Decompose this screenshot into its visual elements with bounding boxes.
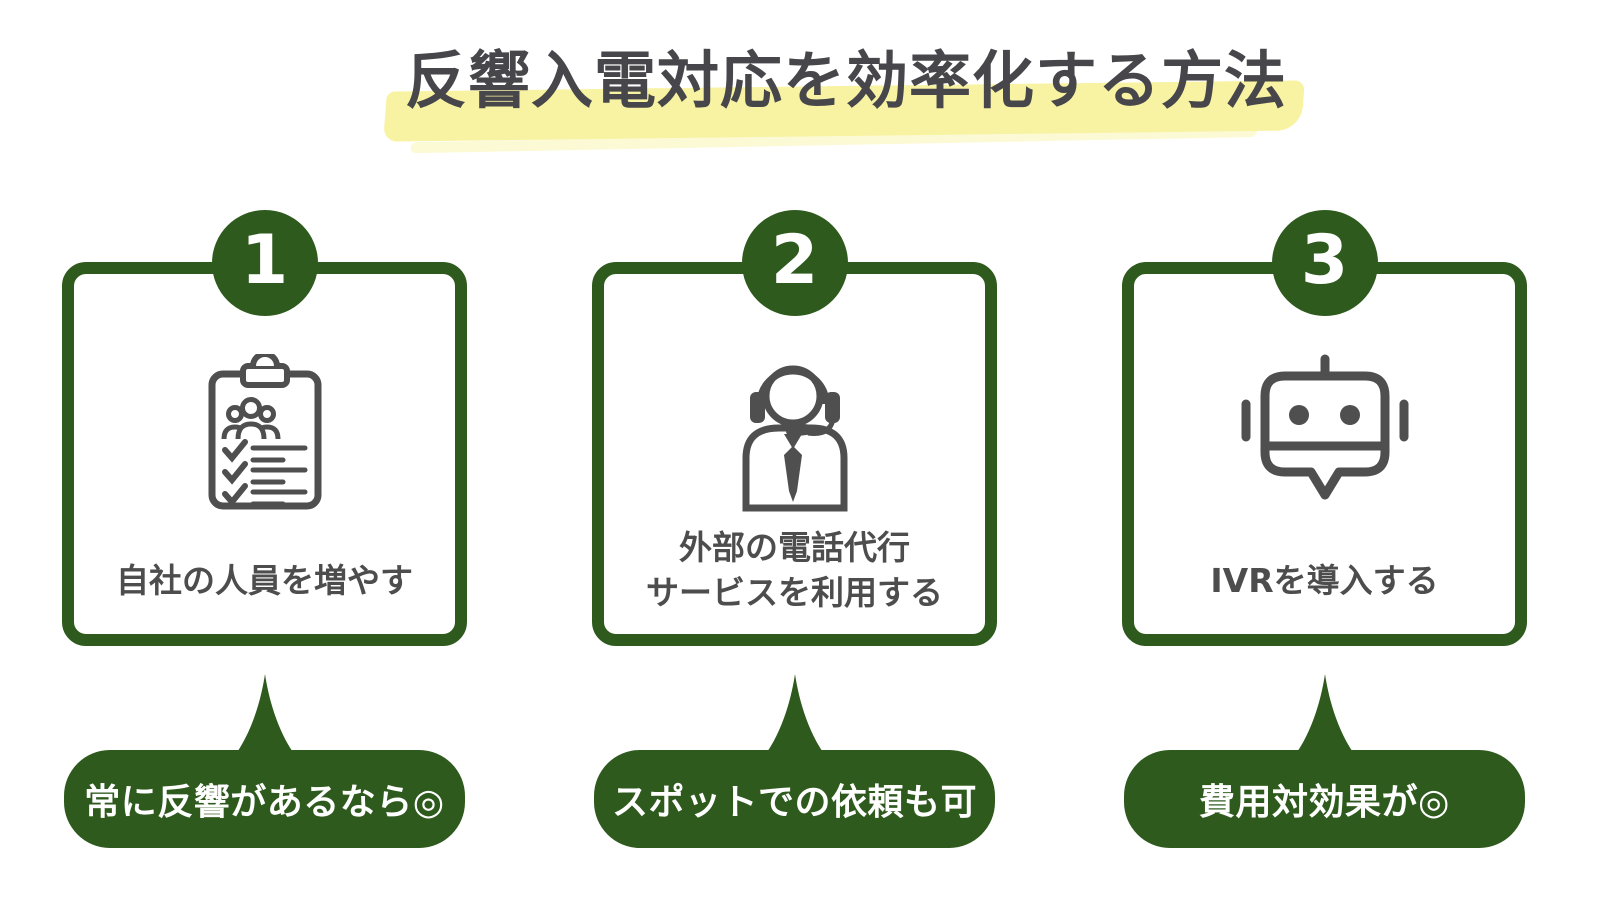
step-1-number: 1: [240, 221, 289, 300]
bubble-pointer-icon: [762, 674, 827, 758]
step-2-number: 2: [770, 221, 819, 300]
note-3-text: 費用対効果が◎: [1199, 782, 1450, 823]
bubble-pointer-icon: [1292, 674, 1357, 758]
method-3-label: IVRを導入する: [1134, 558, 1515, 604]
method-card-ivr: 3 IVRを導入する: [1122, 210, 1527, 646]
note-pill-3: 費用対効果が◎: [1124, 750, 1525, 848]
staff-checklist-icon: [74, 354, 455, 512]
bubble-pointer-icon: [232, 674, 297, 758]
step-1-badge: 1: [211, 210, 318, 316]
method-2-label-line-2: サービスを利用する: [646, 573, 943, 613]
note-pill-1: 常に反響があるなら◎: [64, 750, 465, 848]
method-card-phone-answering-service: 2 外部の電話代行 サービスを利用する: [592, 210, 997, 646]
note-2-text: スポットでの依頼も可: [611, 782, 977, 823]
robot-ivr-icon: [1134, 354, 1515, 514]
title-block: 反響入電対応を効率化する方法: [0, 0, 1600, 142]
method-2-label: 外部の電話代行 サービスを利用する: [604, 525, 985, 616]
note-1-text: 常に反響があるなら◎: [84, 782, 445, 823]
page-title: 反響入電対応を効率化する方法: [404, 44, 1287, 117]
method-3-label-line: IVRを導入する: [1210, 561, 1439, 601]
method-1-label-line: 自社の人員を増やす: [116, 561, 413, 601]
method-2-label-line-1: 外部の電話代行: [679, 527, 910, 567]
note-bubble-3: 費用対効果が◎: [1122, 672, 1527, 854]
note-bubble-1: 常に反響があるなら◎: [62, 672, 467, 854]
note-bubble-2: スポットでの依頼も可: [592, 672, 997, 854]
operator-headset-icon: [604, 354, 985, 512]
step-2-badge: 2: [741, 210, 848, 316]
note-pill-2: スポットでの依頼も可: [594, 750, 995, 848]
method-card-increase-staff: 1: [62, 210, 467, 646]
step-3-number: 3: [1300, 221, 1349, 300]
title-inner: 反響入電対応を効率化する方法: [383, 44, 1305, 142]
method-1-label: 自社の人員を増やす: [74, 558, 455, 604]
step-3-badge: 3: [1271, 210, 1378, 316]
